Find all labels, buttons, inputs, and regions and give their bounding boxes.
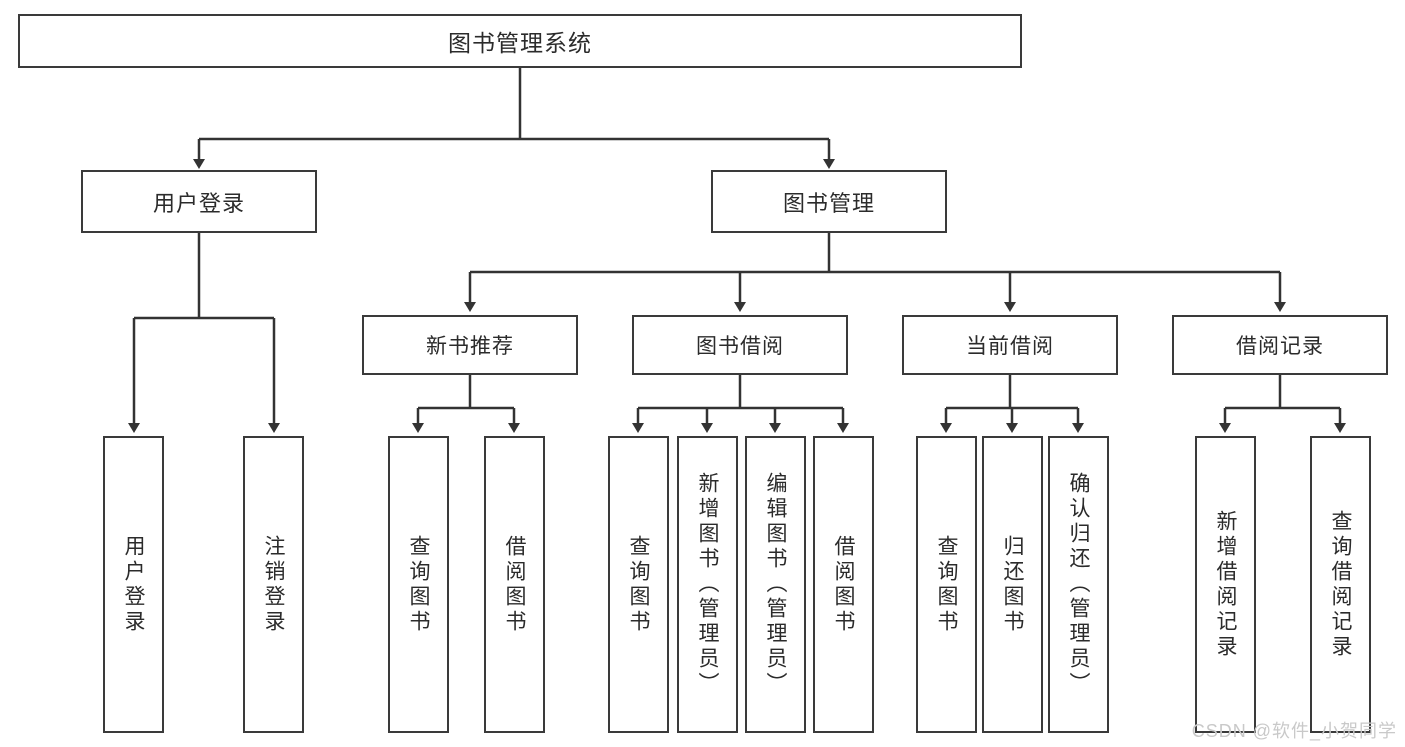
node-book-borrow-label: 图书借阅	[696, 335, 784, 358]
node-user-login[interactable]: 用户登录	[81, 170, 317, 233]
leaf-br-query-record[interactable]: 查询借阅记录	[1310, 436, 1371, 733]
leaf-cb-confirm-return-admin[interactable]: 确认归还（管理员）	[1048, 436, 1109, 733]
leaf-bb-borrow-book-label: 借阅图书	[832, 534, 855, 635]
leaf-bb-query-book-label: 查询图书	[627, 534, 650, 635]
node-book-management-label: 图书管理	[782, 190, 875, 216]
node-book-management[interactable]: 图书管理	[711, 170, 947, 233]
leaf-nbr-query-book[interactable]: 查询图书	[388, 436, 449, 733]
leaf-br-query-record-label: 查询借阅记录	[1329, 509, 1352, 660]
leaf-nbr-borrow-book[interactable]: 借阅图书	[484, 436, 545, 733]
leaf-br-add-record-label: 新增借阅记录	[1214, 509, 1237, 660]
leaf-logout-label: 注销登录	[262, 534, 285, 635]
node-new-book-recommendation-label: 新书推荐	[426, 335, 514, 358]
leaf-bb-add-book-admin[interactable]: 新增图书（管理员）	[677, 436, 738, 733]
leaf-user-login-label: 用户登录	[122, 534, 145, 635]
node-book-borrow[interactable]: 图书借阅	[632, 315, 848, 375]
node-borrow-record-label: 借阅记录	[1236, 335, 1324, 358]
leaf-nbr-query-book-label: 查询图书	[407, 534, 430, 635]
leaf-cb-query-book-label: 查询图书	[935, 534, 958, 635]
leaf-bb-edit-book-admin-label: 编辑图书（管理员）	[764, 472, 787, 697]
leaf-logout[interactable]: 注销登录	[243, 436, 304, 733]
node-current-borrow[interactable]: 当前借阅	[902, 315, 1118, 375]
leaf-cb-return-book-label: 归还图书	[1001, 534, 1024, 635]
node-user-login-label: 用户登录	[152, 190, 245, 216]
leaf-nbr-borrow-book-label: 借阅图书	[503, 534, 526, 635]
leaf-cb-query-book[interactable]: 查询图书	[916, 436, 977, 733]
leaf-bb-add-book-admin-label: 新增图书（管理员）	[696, 472, 719, 697]
leaf-bb-query-book[interactable]: 查询图书	[608, 436, 669, 733]
leaf-cb-return-book[interactable]: 归还图书	[982, 436, 1043, 733]
node-root[interactable]: 图书管理系统	[18, 14, 1022, 68]
leaf-bb-borrow-book[interactable]: 借阅图书	[813, 436, 874, 733]
leaf-user-login[interactable]: 用户登录	[103, 436, 164, 733]
csdn-watermark: CSDN @软件_小贺同学	[1191, 721, 1397, 741]
node-new-book-recommendation[interactable]: 新书推荐	[362, 315, 578, 375]
leaf-br-add-record[interactable]: 新增借阅记录	[1195, 436, 1256, 733]
leaf-bb-edit-book-admin[interactable]: 编辑图书（管理员）	[745, 436, 806, 733]
leaf-cb-confirm-return-admin-label: 确认归还（管理员）	[1067, 472, 1090, 697]
node-root-label: 图书管理系统	[448, 30, 592, 56]
node-borrow-record[interactable]: 借阅记录	[1172, 315, 1388, 375]
node-current-borrow-label: 当前借阅	[966, 335, 1054, 358]
